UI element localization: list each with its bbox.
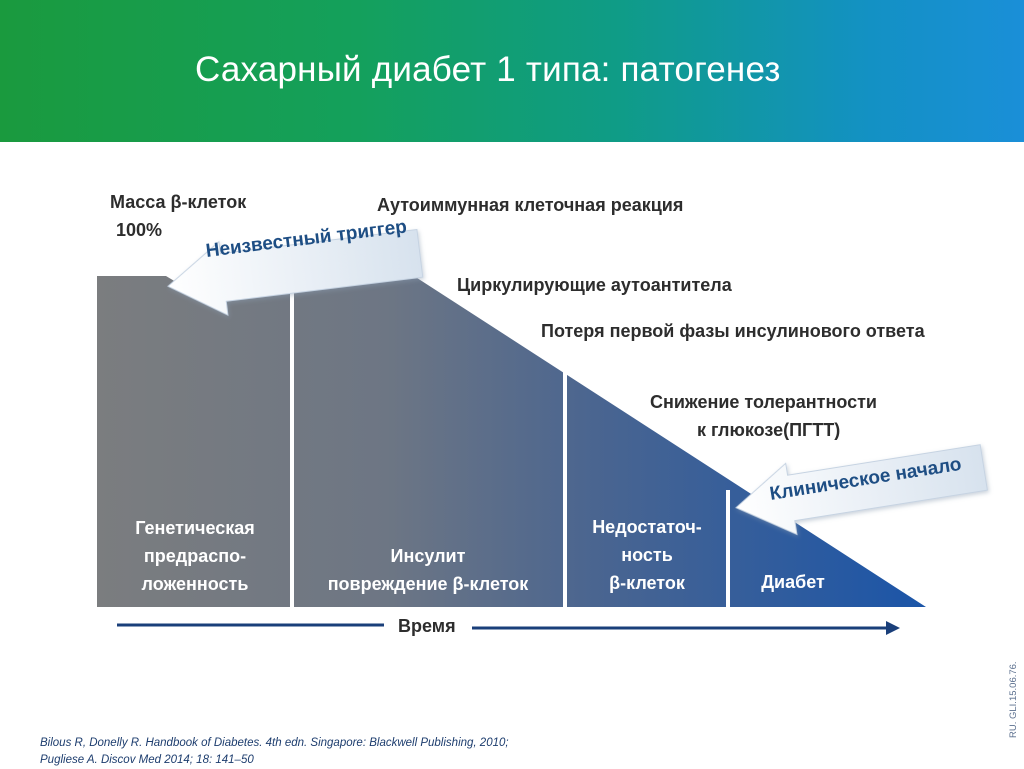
unknown-trigger-arrow: [167, 228, 424, 317]
reference-2: Pugliese A. Discov Med 2014; 18: 141–50: [40, 754, 254, 766]
beta-cell-mass-start-value: 100%: [116, 220, 163, 240]
time-axis-arrowhead: [886, 621, 900, 635]
page-title: Сахарный диабет 1 типа: патогенез: [195, 50, 781, 89]
stage-divider-2: [563, 370, 567, 610]
beta-cell-mass-label: Масса β-клеток: [110, 192, 247, 212]
stage-1-line-1: Генетическая: [135, 518, 255, 538]
stage-genetic-predisposition: Генетическая предраспо- ложенность: [110, 514, 280, 598]
annotation-glucose-tolerance-2: к глюкозе(ПГТТ): [697, 420, 841, 440]
beta-cell-mass-shape: [97, 276, 926, 607]
annotation-first-phase-loss: Потеря первой фазы инсулинового ответа: [541, 321, 925, 341]
document-code: RU. GLI.15.06.76.: [1008, 661, 1019, 738]
stage-diabetes: Диабет: [738, 568, 848, 596]
stage-3-line-2: ность: [621, 545, 673, 565]
stage-2-line-1: Инсулит: [390, 546, 466, 566]
title-banner: Сахарный диабет 1 типа: патогенез: [0, 0, 1024, 142]
stage-4-line-1: Диабет: [761, 572, 825, 592]
stage-1-line-2: предраспо-: [143, 546, 247, 566]
stage-divider-3: [726, 490, 730, 610]
time-axis-label: Время: [398, 616, 456, 636]
stage-3-line-1: Недостаточ-: [592, 517, 702, 537]
stage-divider-1: [290, 276, 294, 610]
stage-insulitis: Инсулит повреждение β-клеток: [300, 542, 556, 598]
reference-1: Bilous R, Donelly R. Handbook of Diabete…: [40, 737, 509, 749]
stage-2-line-2: повреждение β-клеток: [327, 574, 529, 594]
stage-beta-cell-insufficiency: Недостаточ- ность β-клеток: [570, 513, 724, 597]
annotation-glucose-tolerance-1: Снижение толерантности: [650, 392, 877, 412]
stage-1-line-3: ложенность: [141, 574, 249, 594]
stage-3-line-3: β-клеток: [609, 573, 685, 593]
clinical-onset-arrow: [735, 444, 988, 536]
annotation-circulating-autoantibodies: Циркулирующие аутоантитела: [457, 275, 732, 295]
annotation-autoimmune-reaction: Аутоиммунная клеточная реакция: [377, 195, 684, 215]
